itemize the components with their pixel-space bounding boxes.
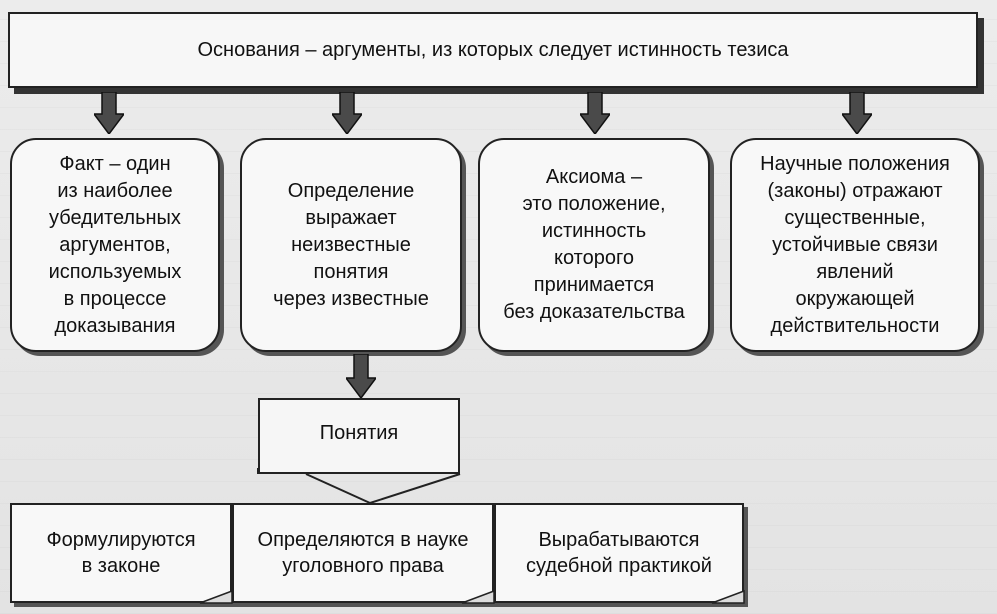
axiom-box: Аксиома – это положение, истинность кото…: [478, 138, 710, 352]
arrow-down-icon: [94, 92, 124, 134]
law-box: Формулируются в законе: [10, 503, 232, 603]
grounds-banner-text: Основания – аргументы, из которых следуе…: [197, 38, 789, 61]
criminal-law-science-box: Определяются в науке уголовного права: [232, 503, 494, 603]
judicial-practice-text: Вырабатываются судебной практикой: [526, 529, 712, 577]
arrow-down-icon: [580, 92, 610, 134]
arrow-down-icon: [346, 354, 376, 398]
fact-text: Факт – один из наиболее убедительных арг…: [48, 152, 182, 337]
law-text: Формулируются в законе: [46, 529, 196, 577]
concepts-text: Понятия: [319, 421, 399, 444]
arrow-down-icon: [332, 92, 362, 134]
criminal-law-science-text: Определяются в науке уголовного права: [257, 529, 469, 577]
arrow-down-icon: [842, 92, 872, 134]
scientific-laws-box: Научные положения (законы) отражают суще…: [730, 138, 980, 352]
grounds-banner: Основания – аргументы, из которых следуе…: [8, 12, 978, 88]
fact-box: Факт – один из наиболее убедительных арг…: [10, 138, 220, 352]
concepts-box: Понятия: [258, 398, 460, 474]
definition-box: Определение выражает неизвестные понятия…: [240, 138, 462, 352]
scientific-laws-text: Научные положения (законы) отражают суще…: [760, 152, 950, 337]
judicial-practice-box: Вырабатываются судебной практикой: [494, 503, 744, 603]
definition-text: Определение выражает неизвестные понятия…: [273, 179, 429, 310]
axiom-text: Аксиома – это положение, истинность кото…: [503, 166, 685, 323]
